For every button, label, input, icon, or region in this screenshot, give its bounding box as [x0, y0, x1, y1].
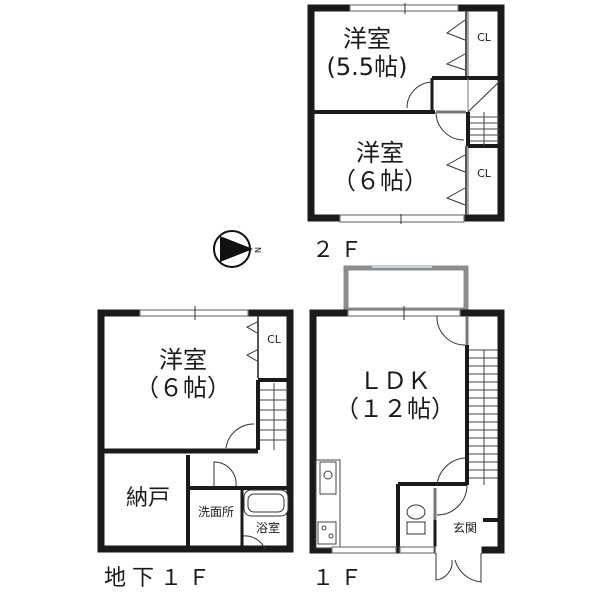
room-label-2f-western-room-2: 洋室 （６帖）: [330, 139, 430, 195]
room-label-ldk: ＬＤＫ （１２帖）: [330, 367, 460, 423]
floor-label-1f: １Ｆ: [312, 566, 369, 591]
floor-1f: [309, 306, 505, 583]
room-label-bathroom: 浴室: [255, 521, 280, 535]
svg-text:N: N: [253, 247, 262, 253]
floor-b1f: [97, 306, 294, 553]
room-label-storage: 納戸: [125, 486, 170, 511]
closet-label: CL: [477, 31, 491, 44]
room-size: (5.5帖): [326, 52, 408, 81]
room-label-entrance: 玄関: [452, 521, 477, 535]
room-size: （６帖）: [332, 166, 428, 195]
room-name: 洋室: [343, 25, 391, 53]
room-label-b1f-western-room: 洋室 （６帖）: [128, 346, 238, 402]
floor-2f: [307, 3, 505, 224]
room-size: （６帖）: [135, 373, 231, 402]
room-name: 洋室: [356, 139, 404, 167]
room-name: ＬＤＫ: [359, 367, 431, 395]
room-label-2f-western-room-1: 洋室 (5.5帖): [322, 25, 412, 81]
closet-label: CL: [477, 167, 491, 180]
balcony: [343, 265, 469, 313]
room-size: （１２帖）: [335, 394, 455, 423]
closet-label: CL: [267, 333, 281, 346]
floor-label-b1f: 地下１Ｆ: [104, 566, 217, 591]
room-label-washroom: 洗面所: [197, 505, 234, 519]
room-name: 洋室: [159, 346, 207, 374]
north-arrow-icon: N: [213, 230, 262, 268]
floor-label-2f: ２Ｆ: [312, 238, 369, 263]
